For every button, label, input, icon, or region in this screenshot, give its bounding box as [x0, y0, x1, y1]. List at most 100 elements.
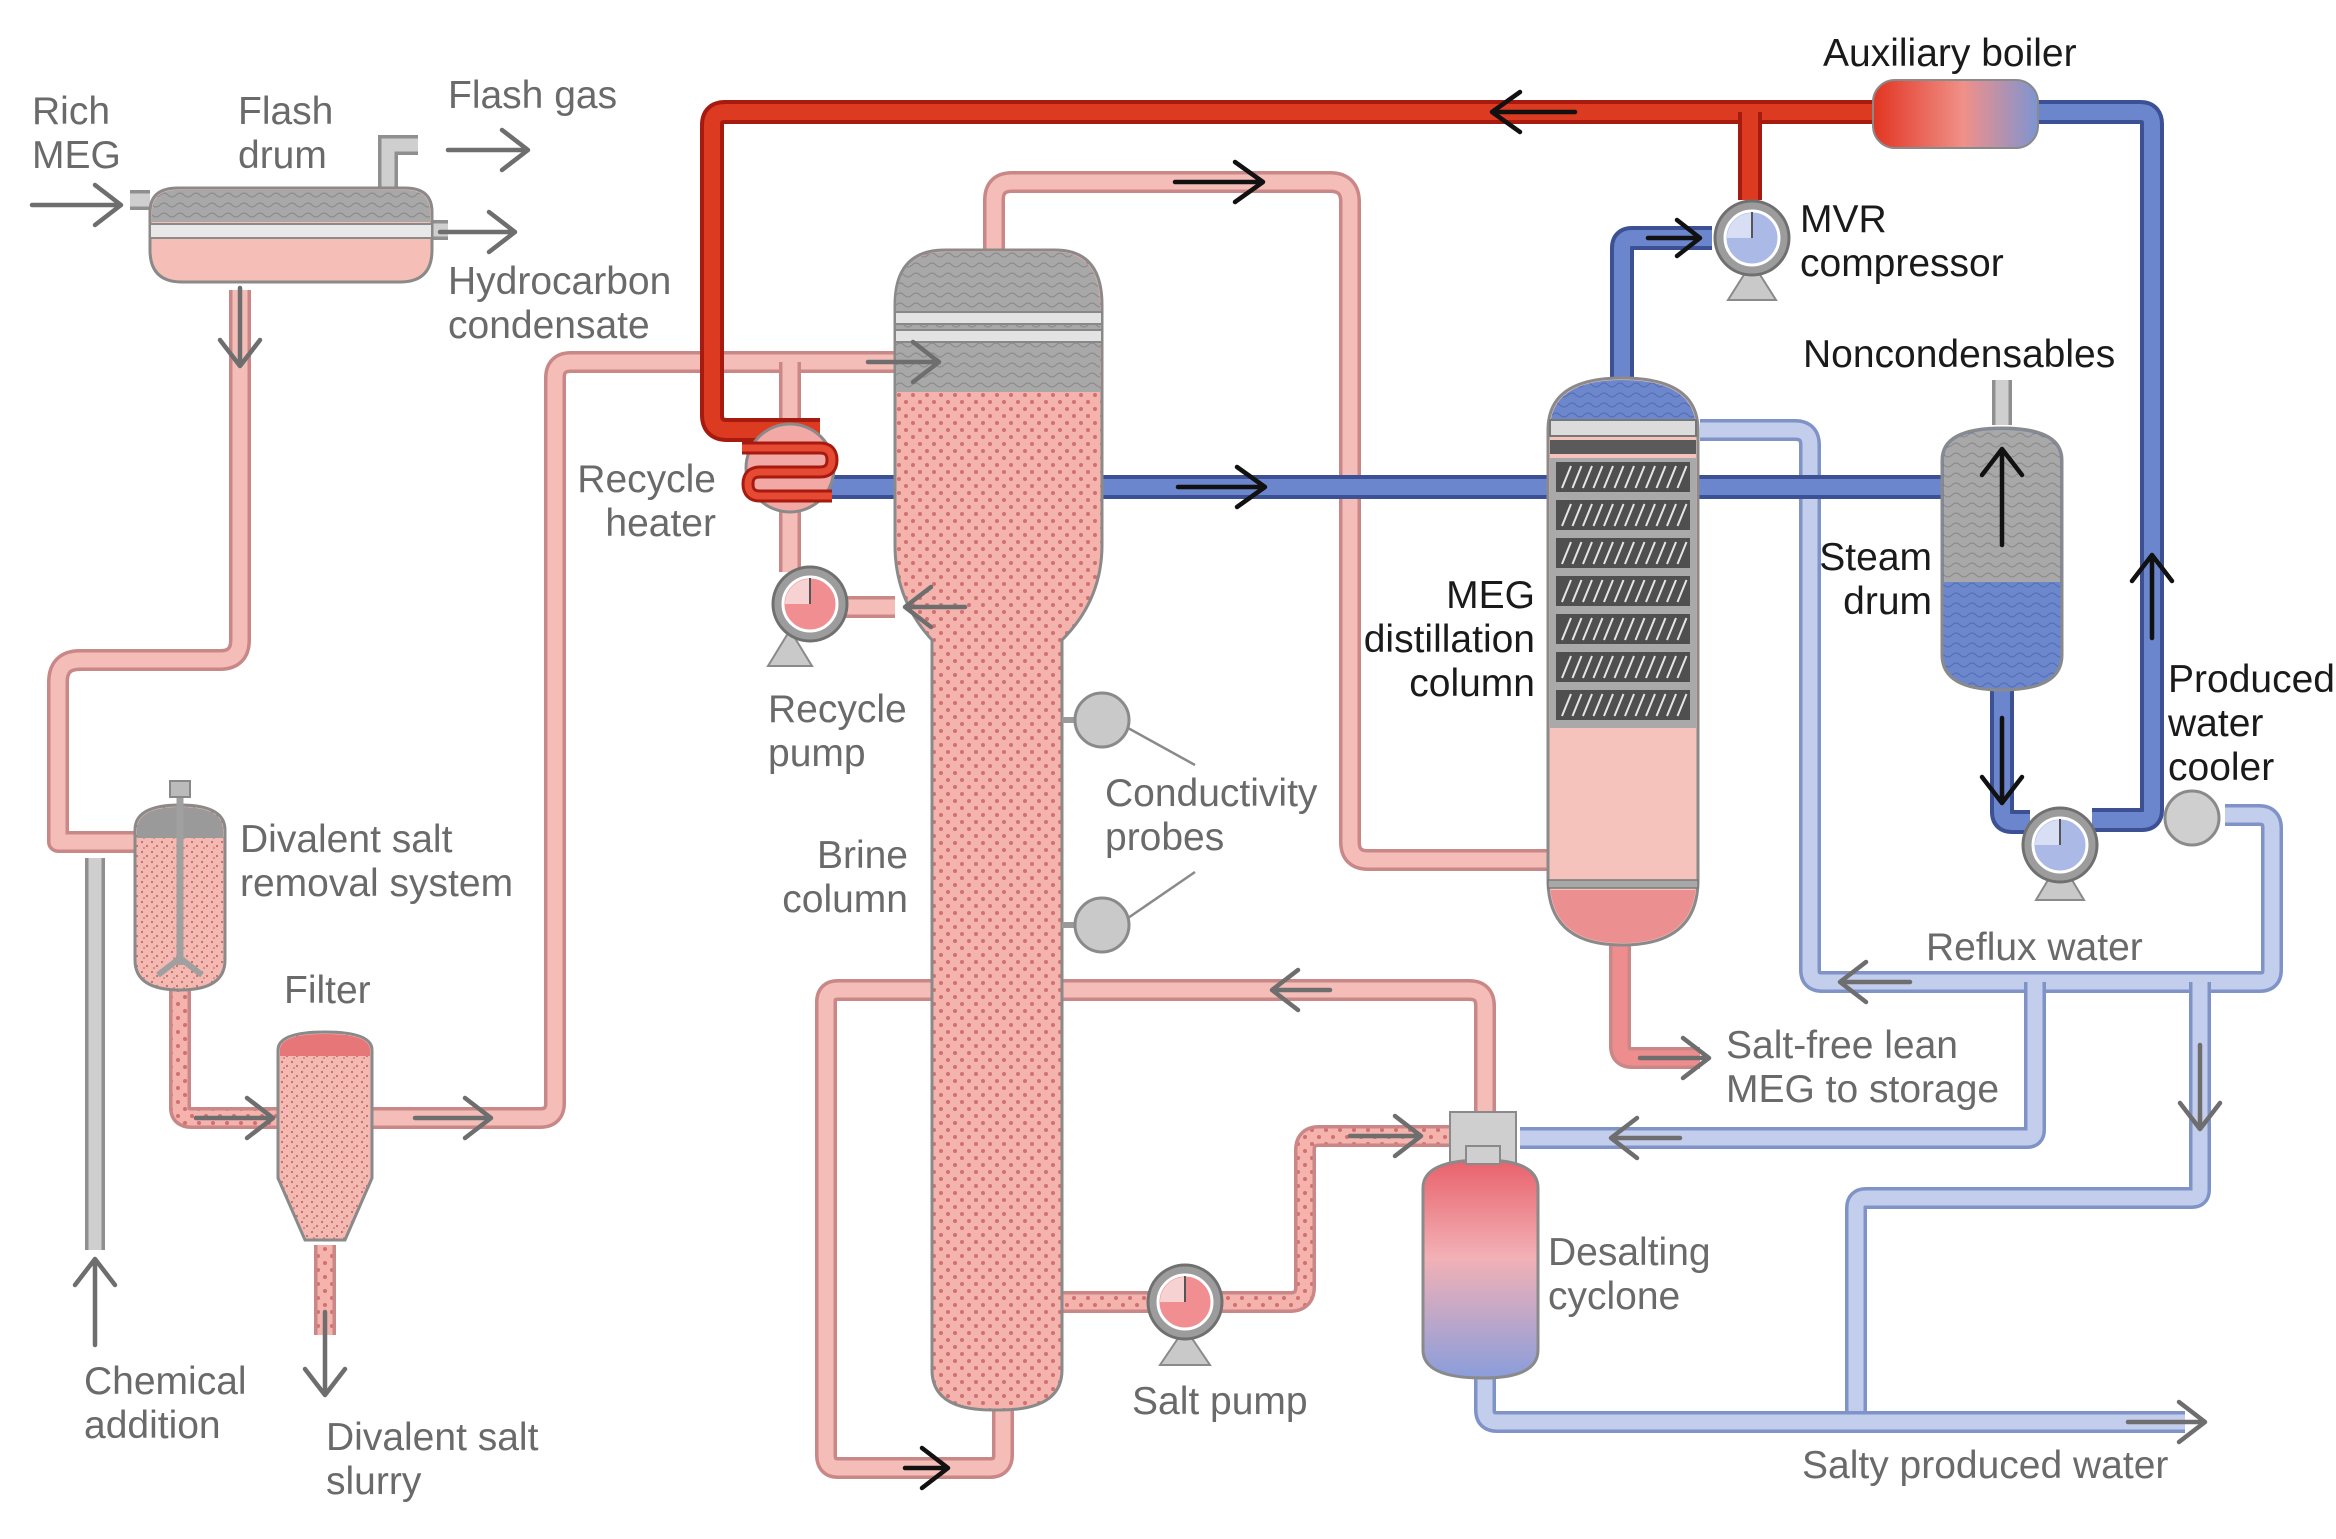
pipe-lean-meg	[1609, 930, 1700, 1069]
packing-hatch	[1645, 465, 1656, 489]
label-salty-produced-water: Salty produced water	[1802, 1444, 2168, 1487]
packing-hatch	[1655, 541, 1667, 565]
arrow-chemical-up	[72, 1256, 118, 1348]
packing-hatch	[1676, 617, 1688, 641]
packing-hatch	[1624, 617, 1635, 641]
packing-hatch	[1582, 465, 1593, 489]
packing-hatch	[1676, 503, 1688, 527]
packing-hatch	[1634, 541, 1646, 565]
arrow-steam-up	[1979, 446, 2025, 548]
packing-hatch	[1592, 465, 1604, 489]
packing-hatch	[1571, 693, 1583, 717]
pipe-salty-water-out	[1474, 1370, 2185, 1433]
packing-hatch	[1676, 579, 1688, 603]
packing-hatch	[1571, 503, 1583, 527]
packing-hatch	[1655, 693, 1667, 717]
recycle-pump-icon[interactable]	[766, 565, 895, 667]
pipe-flash-to-dsr	[47, 290, 251, 853]
arrow-salt-pump-in	[1347, 1113, 1424, 1159]
auxiliary-boiler	[1872, 79, 2039, 149]
arrow-steam-down	[1979, 715, 2025, 806]
packing-hatch	[1666, 693, 1677, 717]
packing-hatch	[1613, 617, 1625, 641]
arrow-mvr-in	[1645, 217, 1703, 259]
arrow-produced-down	[2177, 1042, 2223, 1132]
packing-hatch	[1676, 541, 1688, 565]
conductivity-probe-lower	[1062, 870, 1196, 954]
label-noncondensables: Noncondensables	[1803, 333, 2115, 376]
packing-hatch	[1624, 693, 1635, 717]
brine-column	[893, 248, 1104, 1412]
packing-hatch	[1624, 655, 1635, 679]
arrow-boiler-left[interactable]	[1489, 89, 1578, 135]
packing-hatch	[1655, 465, 1667, 489]
packing-hatch	[1571, 655, 1583, 679]
packing-hatch	[1603, 503, 1614, 527]
packing-hatch	[1582, 655, 1593, 679]
packing-hatch	[1613, 503, 1625, 527]
packing-hatch	[1613, 465, 1625, 489]
packing-hatch	[1592, 541, 1604, 565]
packing-hatch	[1645, 655, 1656, 679]
packing-hatch	[1624, 541, 1635, 565]
recycle-heater[interactable]	[741, 422, 839, 514]
arrow-recycle-return	[902, 584, 968, 630]
arrow-salty-out	[2125, 1399, 2208, 1445]
packing-hatch	[1561, 655, 1572, 679]
pipe-cyclone-return	[1060, 979, 1496, 1112]
packing-hatch	[1603, 541, 1614, 565]
divalent-salt-removal-vessel	[133, 780, 227, 992]
packing-hatch	[1561, 579, 1572, 603]
packing-hatch	[1634, 579, 1646, 603]
packing-hatch	[1666, 579, 1677, 603]
arrow-hydrocarbon-out	[437, 209, 518, 255]
packing-hatch	[1634, 503, 1646, 527]
packing-hatch	[1582, 541, 1593, 565]
arrow-heater-right	[1175, 464, 1268, 510]
mvr-compressor-icon[interactable]	[1713, 199, 1791, 301]
packing-hatch	[1561, 617, 1572, 641]
packing-hatch	[1634, 617, 1646, 641]
packing-hatch	[1603, 579, 1614, 603]
label-auxiliary-boiler: Auxiliary boiler	[1823, 32, 2077, 75]
packing-hatch	[1624, 503, 1635, 527]
salt-pump-icon[interactable]	[1146, 1263, 1224, 1366]
packing-hatch	[1592, 503, 1604, 527]
reflux-pump-icon[interactable]	[2021, 806, 2099, 901]
packing-hatch	[1561, 693, 1572, 717]
packing-hatch	[1634, 655, 1646, 679]
packing-hatch	[1624, 579, 1635, 603]
packing-hatch	[1603, 655, 1614, 679]
packing-hatch	[1645, 541, 1656, 565]
pipe-boiler-supply	[700, 100, 1880, 442]
packing-hatch	[1592, 693, 1604, 717]
packing-hatch	[1666, 503, 1677, 527]
packing-hatch	[1592, 655, 1604, 679]
packing-hatch	[1571, 579, 1583, 603]
packing-hatch	[1655, 579, 1667, 603]
flow-arrows	[29, 89, 2223, 1491]
meg-distillation-column	[1546, 376, 1700, 947]
arrow-water-to-cyclone	[1608, 1115, 1683, 1161]
packing-hatch	[1571, 541, 1583, 565]
packing-hatch	[1666, 617, 1677, 641]
packing-hatch	[1634, 465, 1646, 489]
packing-hatch	[1613, 693, 1625, 717]
packing-hatch	[1582, 579, 1593, 603]
packing-hatch	[1666, 655, 1677, 679]
arrow-cyclone-return	[1269, 967, 1333, 1013]
arrow-vapor-right	[1172, 159, 1266, 205]
arrow-filter-out	[412, 1095, 494, 1141]
packing-hatch	[1603, 693, 1614, 717]
flash-drum	[148, 186, 434, 284]
